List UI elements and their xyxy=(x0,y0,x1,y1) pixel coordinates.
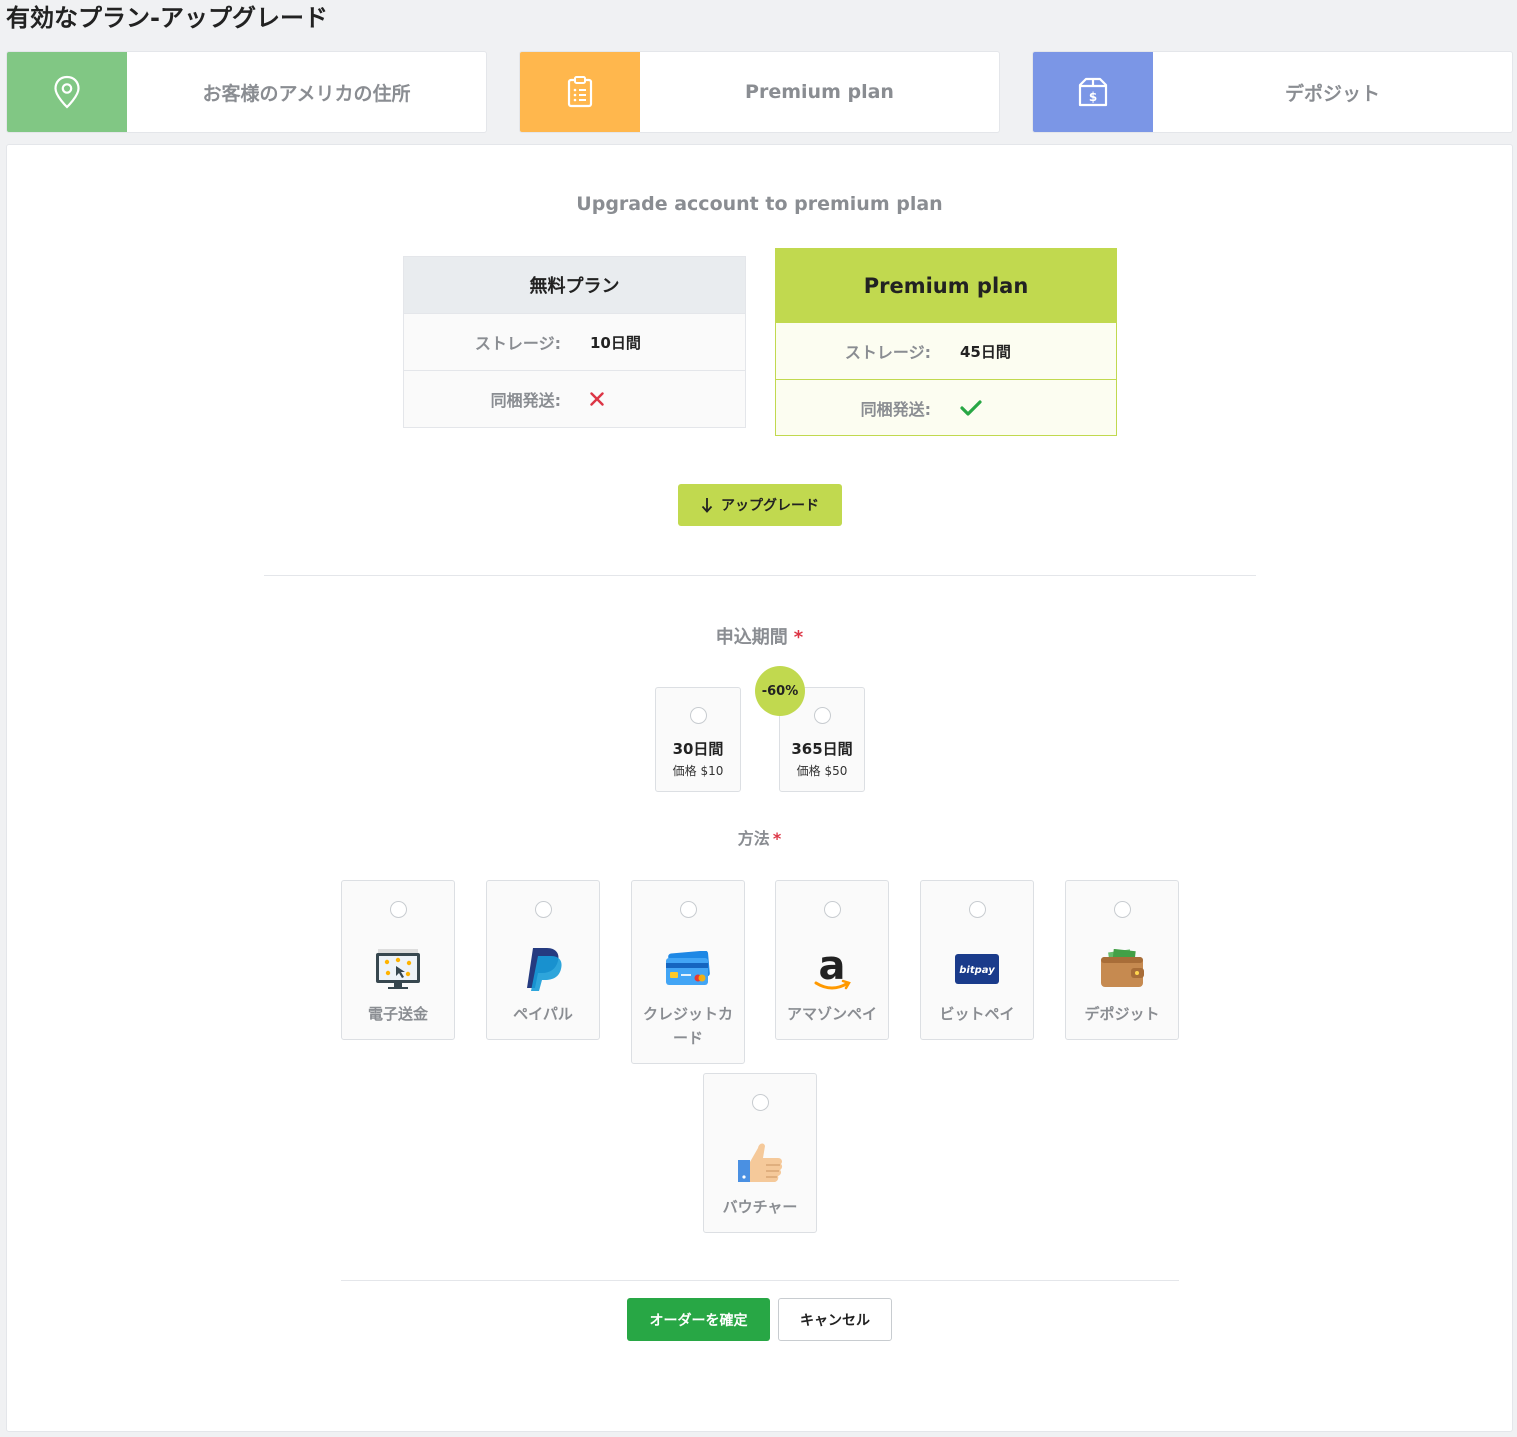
premium-plan-title: Premium plan xyxy=(776,249,1116,322)
method-radio[interactable] xyxy=(968,901,986,918)
premium-plan-card: Premium plan ストレージ: 45日間 同梱発送: xyxy=(775,248,1117,436)
confirm-order-button[interactable]: オーダーを確定 xyxy=(627,1298,770,1341)
tab-icon-box: $ xyxy=(1033,52,1153,132)
wire-transfer-icon xyxy=(376,949,420,989)
method-radio[interactable] xyxy=(679,901,697,918)
section-divider xyxy=(264,575,1256,576)
cancel-button[interactable]: キャンセル xyxy=(778,1298,892,1341)
consolidation-value xyxy=(590,392,604,406)
tab-deposit[interactable]: $ デポジット xyxy=(1032,51,1513,133)
wallet-icon xyxy=(1101,949,1144,987)
required-mark: * xyxy=(772,829,782,848)
period-option-365-days[interactable]: 365日間 価格 $50 xyxy=(779,687,865,792)
dollar-box-icon: $ xyxy=(1078,77,1108,107)
period-price: 価格 $50 xyxy=(796,764,848,778)
consolidation-value xyxy=(960,399,982,417)
credit-card-icon xyxy=(666,951,710,985)
method-radio[interactable] xyxy=(1113,901,1131,918)
method-option-bitpay[interactable]: bitpay ビットペイ xyxy=(920,880,1034,1040)
method-option-voucher[interactable]: バウチャー xyxy=(703,1073,817,1233)
free-plan-storage-row: ストレージ: 10日間 xyxy=(404,313,745,370)
method-option-amazon-pay[interactable]: a アマゾンペイ xyxy=(775,880,889,1040)
footer-divider xyxy=(341,1280,1179,1281)
consolidation-label: 同梱発送: xyxy=(860,400,931,419)
tab-premium-plan[interactable]: Premium plan xyxy=(519,51,1000,133)
upgrade-heading: Upgrade account to premium plan xyxy=(576,193,943,215)
method-option-label: ビットペイ xyxy=(939,1005,1015,1023)
tab-icon-box xyxy=(7,52,127,132)
amazon-icon: a xyxy=(814,945,851,990)
upgrade-button[interactable]: アップグレード xyxy=(678,484,842,526)
tab-label: お客様のアメリカの住所 xyxy=(202,82,411,105)
free-plan-title: 無料プラン xyxy=(404,257,745,313)
method-radio[interactable] xyxy=(751,1094,769,1111)
svg-text:bitpay: bitpay xyxy=(959,965,995,976)
period-title: 365日間 xyxy=(791,740,853,758)
map-pin-icon xyxy=(54,75,80,109)
free-plan-card: 無料プラン ストレージ: 10日間 同梱発送: xyxy=(403,256,746,428)
method-option-deposit[interactable]: デポジット xyxy=(1065,880,1179,1040)
tab-label: Premium plan xyxy=(745,81,894,103)
svg-text:a: a xyxy=(819,945,846,989)
period-option-30-days[interactable]: 30日間 価格 $10 xyxy=(655,687,741,792)
method-option-credit-card[interactable]: クレジットカード xyxy=(631,880,745,1064)
method-radio[interactable] xyxy=(823,901,841,918)
method-option-label: ペイパル xyxy=(513,1005,573,1023)
paypal-icon xyxy=(527,948,562,991)
storage-label: ストレージ: xyxy=(474,334,561,353)
thumbs-up-icon xyxy=(738,1143,783,1182)
method-label: 方法* xyxy=(7,825,1512,849)
tab-icon-box xyxy=(520,52,640,132)
period-title: 30日間 xyxy=(672,740,724,758)
method-label-text: 方法 xyxy=(737,829,770,848)
bitpay-icon: bitpay xyxy=(955,954,999,984)
arrow-down-icon xyxy=(701,498,713,513)
free-plan-consolidation-row: 同梱発送: xyxy=(404,370,745,427)
tab-label: デポジット xyxy=(1284,82,1380,105)
period-price: 価格 $10 xyxy=(672,764,724,778)
storage-label: ストレージ: xyxy=(844,343,931,362)
upgrade-button-label: アップグレード xyxy=(721,497,819,513)
storage-value: 45日間 xyxy=(960,342,1011,361)
discount-badge: -60% xyxy=(755,666,805,716)
method-option-label: クレジットカード xyxy=(642,1005,733,1047)
period-label: 申込期間* xyxy=(7,623,1512,649)
method-option-label: アマゾンペイ xyxy=(786,1005,877,1023)
method-radio[interactable] xyxy=(389,901,407,918)
period-radio[interactable] xyxy=(813,707,831,724)
period-radio[interactable] xyxy=(689,707,707,724)
method-radio[interactable] xyxy=(534,901,552,918)
consolidation-label: 同梱発送: xyxy=(490,391,561,410)
svg-text:$: $ xyxy=(1089,90,1097,104)
period-label-text: 申込期間 xyxy=(715,627,788,648)
method-option-paypal[interactable]: ペイパル xyxy=(486,880,600,1040)
page-title: 有効なプラン-アップグレード xyxy=(6,4,328,32)
clipboard-list-icon xyxy=(567,76,593,108)
method-option-wire-transfer[interactable]: 電子送金 xyxy=(341,880,455,1040)
method-option-label: 電子送金 xyxy=(367,1005,428,1023)
storage-value: 10日間 xyxy=(590,333,641,352)
main-panel: Upgrade account to premium plan 無料プラン スト… xyxy=(6,144,1513,1432)
cross-icon xyxy=(590,392,604,406)
premium-plan-storage-row: ストレージ: 45日間 xyxy=(776,322,1116,379)
required-mark: * xyxy=(793,627,804,648)
tab-us-address[interactable]: お客様のアメリカの住所 xyxy=(6,51,487,133)
method-option-label: デポジット xyxy=(1084,1005,1160,1023)
check-icon xyxy=(960,400,982,416)
premium-plan-consolidation-row: 同梱発送: xyxy=(776,379,1116,436)
method-option-label: バウチャー xyxy=(722,1198,798,1216)
